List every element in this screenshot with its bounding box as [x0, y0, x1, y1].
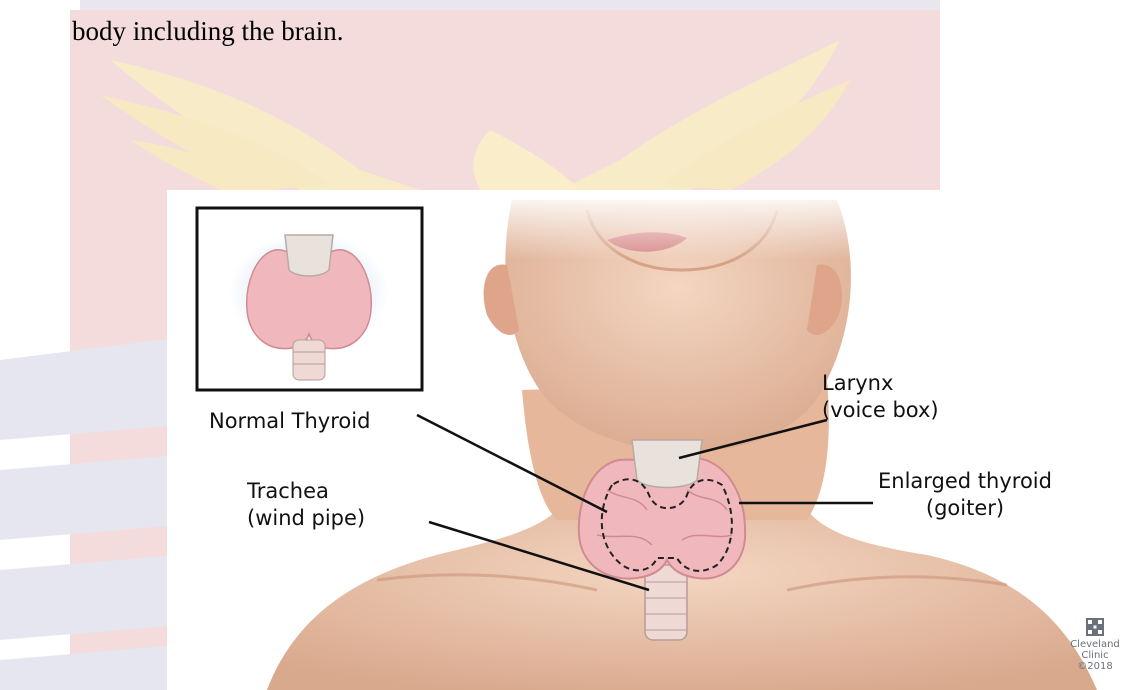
label-trachea-line2: (wind pipe) — [247, 505, 365, 532]
label-trachea: Trachea (wind pipe) — [247, 478, 365, 532]
trachea-drawing — [645, 565, 687, 640]
label-normal-thyroid-text: Normal Thyroid — [209, 408, 370, 435]
label-enlarged-thyroid: Enlarged thyroid (goiter) — [878, 468, 1052, 522]
logo-line2: Clinic — [1059, 650, 1131, 661]
label-normal-thyroid: Normal Thyroid — [209, 408, 370, 435]
body-text-line: body including the brain. — [72, 16, 343, 47]
thyroid-illustration: Normal Thyroid Larynx (voice box) Enlarg… — [167, 190, 1131, 690]
logo-line3: ©2018 — [1059, 661, 1131, 672]
cleveland-clinic-mark-icon — [1086, 618, 1104, 636]
label-enlarged-thyroid-line1: Enlarged thyroid — [878, 468, 1052, 495]
logo-line1: Cleveland — [1059, 639, 1131, 650]
label-trachea-line1: Trachea — [247, 478, 365, 505]
cleveland-clinic-logo: Cleveland Clinic ©2018 — [1059, 618, 1131, 672]
label-larynx-line2: (voice box) — [822, 397, 939, 424]
label-larynx: Larynx (voice box) — [822, 370, 939, 424]
normal-thyroid-inset — [197, 208, 422, 390]
neck-anatomy-drawing — [167, 190, 1131, 690]
label-enlarged-thyroid-line2: (goiter) — [878, 495, 1052, 522]
label-larynx-line1: Larynx — [822, 370, 939, 397]
